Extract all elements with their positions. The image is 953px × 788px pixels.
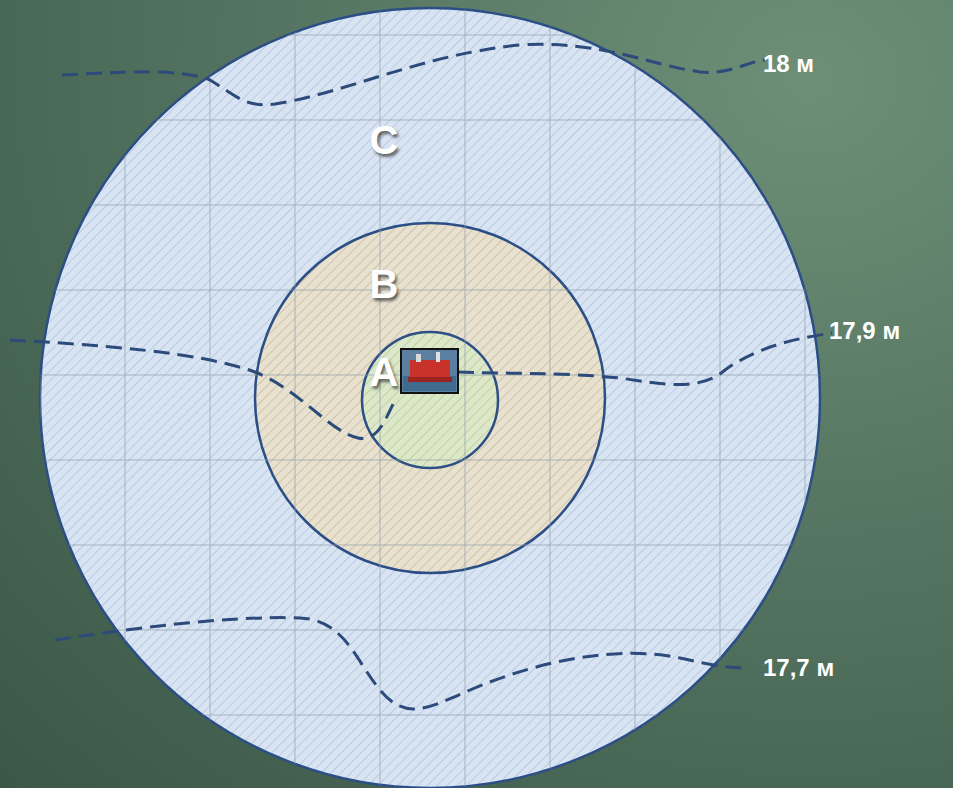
zone-letter: A <box>370 352 399 392</box>
zone-letter: C <box>370 120 399 160</box>
depth-label: 17,9 м <box>829 319 900 343</box>
depth-label: 17,7 м <box>763 656 834 680</box>
zone-circle: CBA <box>40 8 820 788</box>
zone-circle: BA <box>255 223 605 573</box>
zone-letter: B <box>370 264 399 304</box>
depth-label: 18 м <box>763 52 814 76</box>
platform-icon <box>401 349 458 393</box>
